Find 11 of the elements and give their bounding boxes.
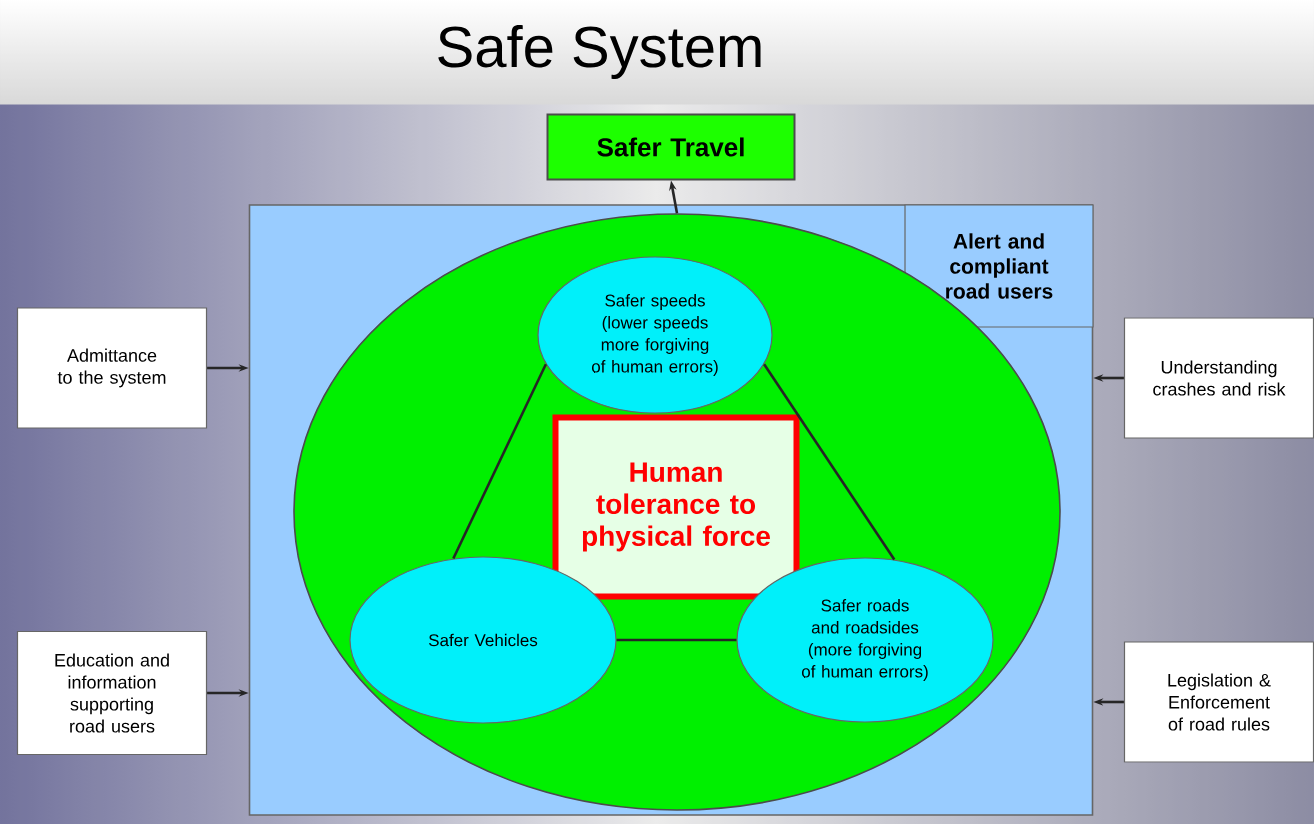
connector-line	[763, 363, 896, 561]
factor-box: Education and information supporting road users	[16, 630, 208, 756]
highlight-box: Human tolerance to physical force	[552, 414, 800, 600]
connector-line	[616, 638, 737, 642]
result-box: Safer Travel	[546, 113, 796, 181]
factor-box: Understanding crashes and risk	[1123, 317, 1314, 439]
factor-box: Legislation & Enforcement of road rules	[1123, 641, 1314, 763]
heading-box: Alert and compliant road users	[904, 204, 1094, 328]
title: Safe System	[438, 25, 761, 79]
factor-box: Admittance to the system	[16, 307, 208, 429]
connector-line	[452, 363, 548, 560]
